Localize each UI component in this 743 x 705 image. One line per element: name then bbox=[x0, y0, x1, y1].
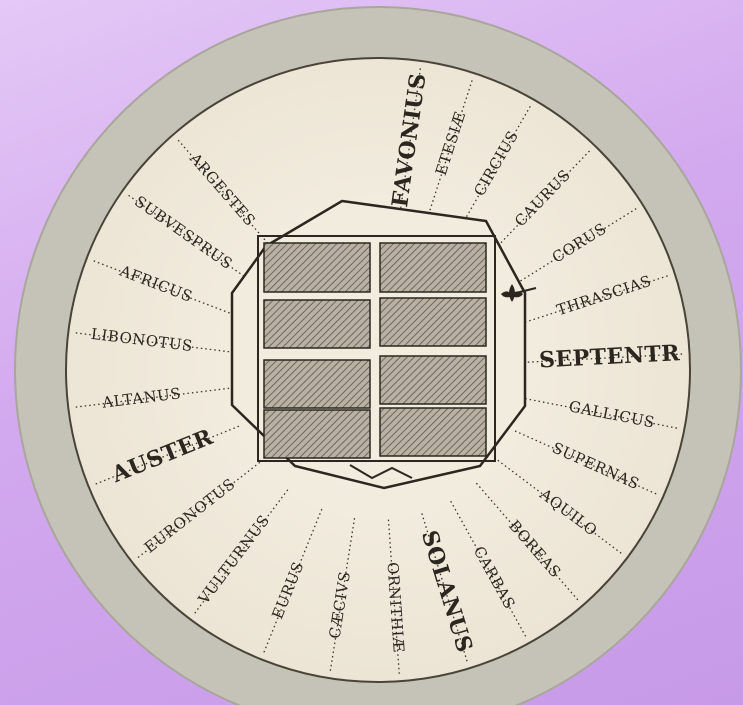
hatched-block bbox=[264, 300, 370, 348]
hatched-block bbox=[380, 408, 486, 456]
hatched-block bbox=[380, 356, 486, 404]
hatched-block bbox=[380, 243, 486, 292]
hatched-block bbox=[380, 298, 486, 346]
hatched-block bbox=[264, 360, 370, 408]
hatched-block bbox=[264, 243, 370, 292]
hatched-block bbox=[264, 410, 370, 458]
